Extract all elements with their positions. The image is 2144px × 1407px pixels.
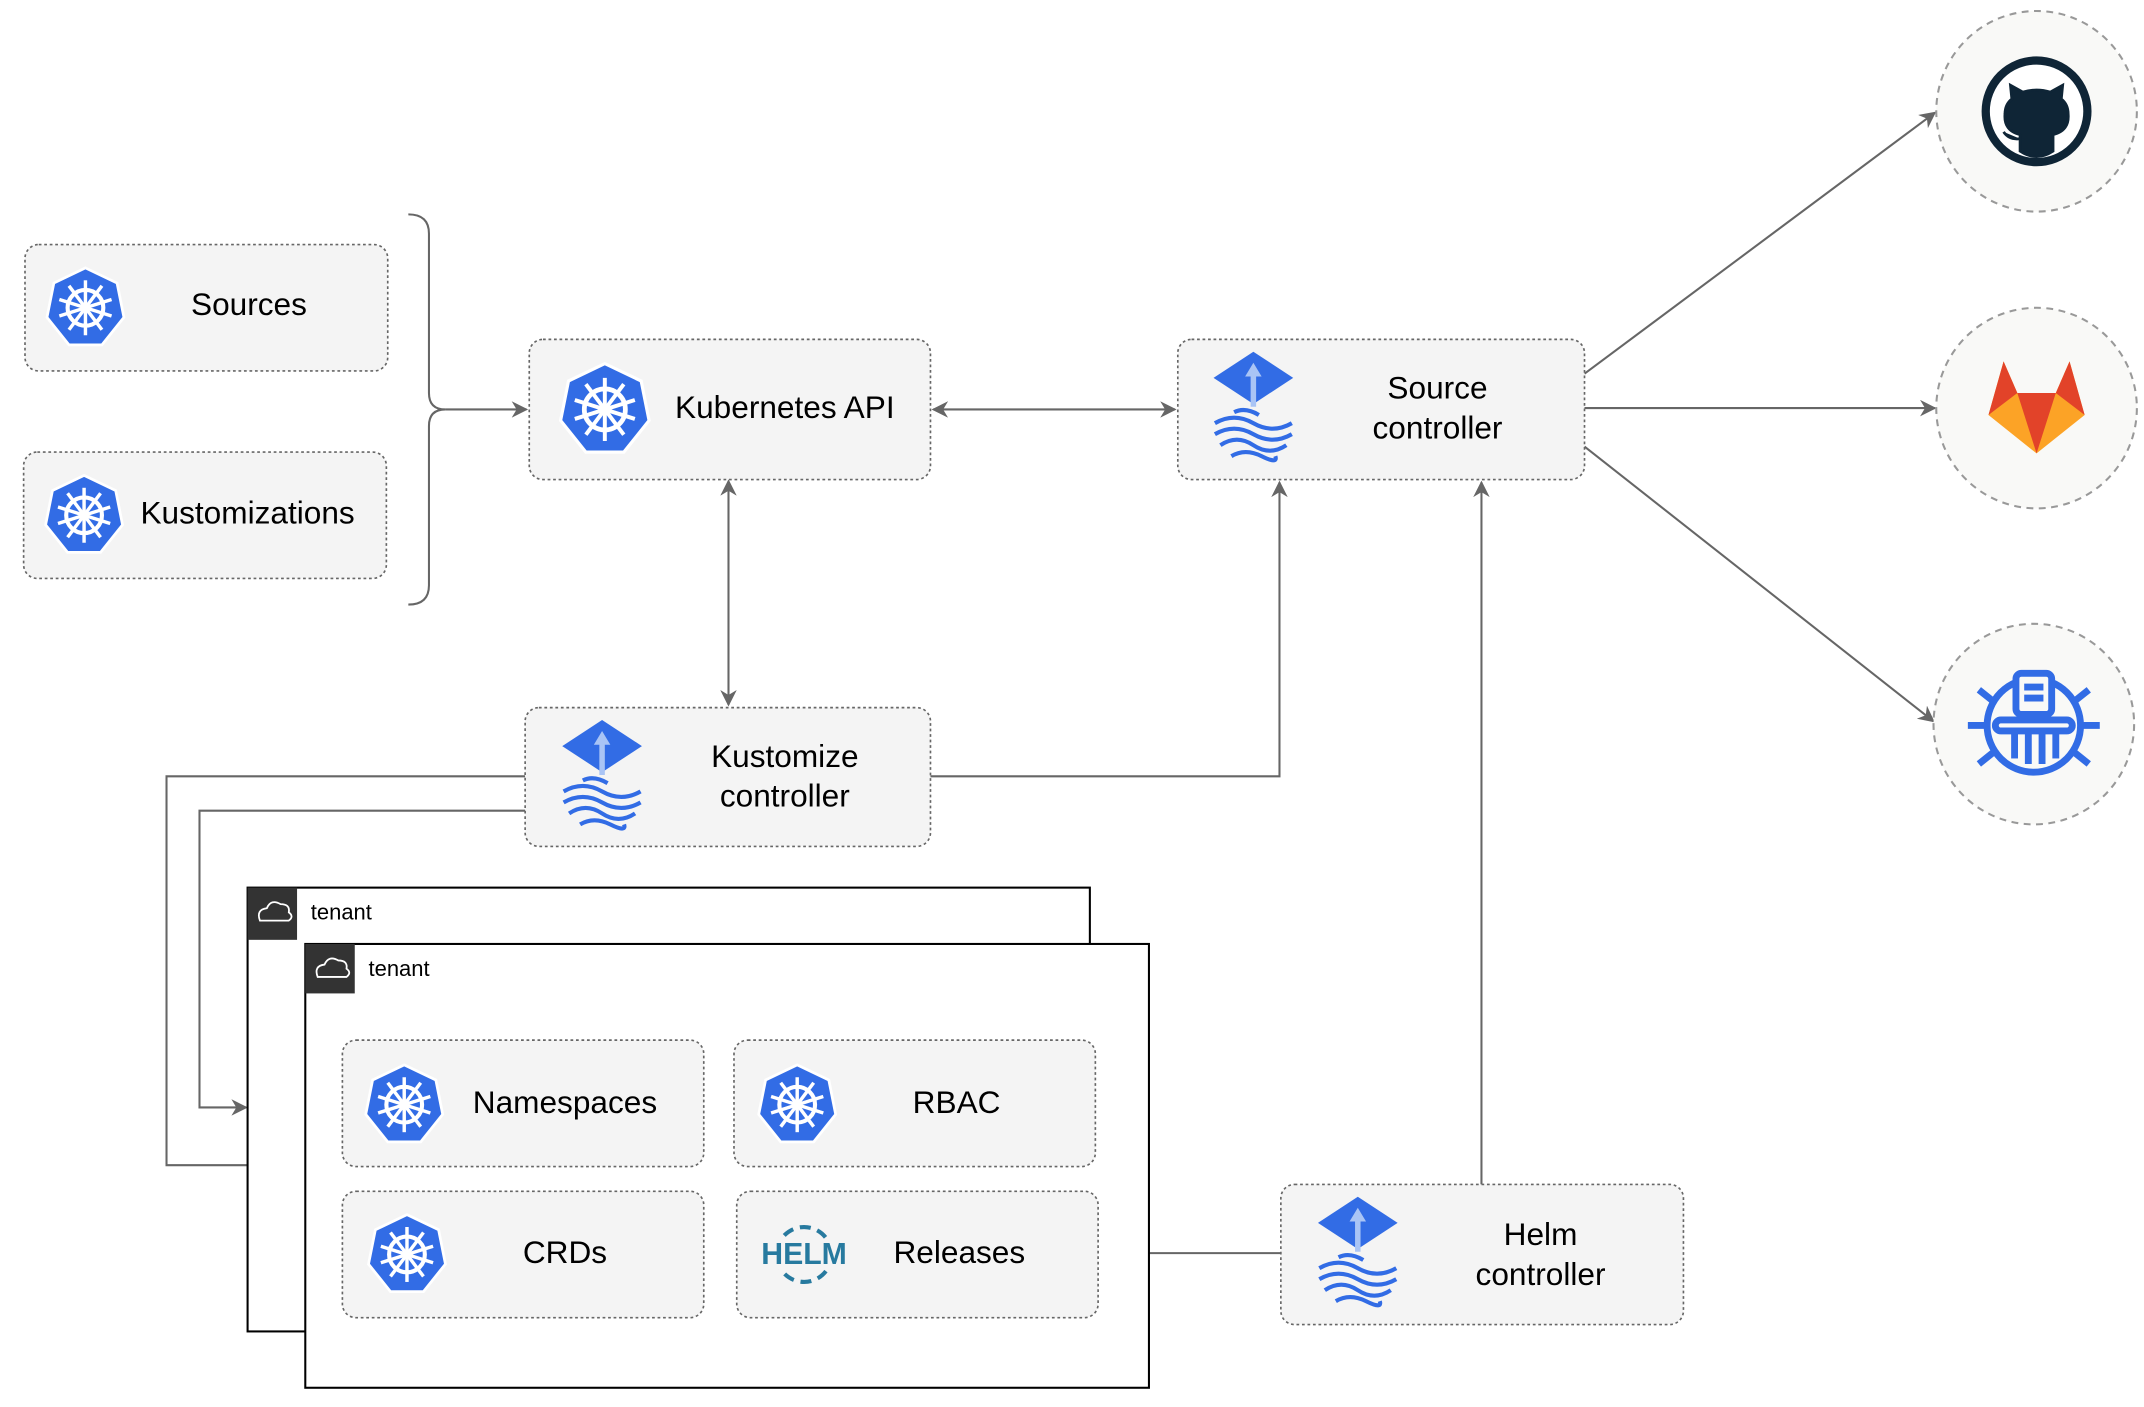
kustomize-controller-label-1: Kustomize [711,738,858,774]
kubernetes-icon [366,1065,443,1142]
source-controller-label-2: controller [1373,409,1503,445]
kustomizations-node[interactable]: Kustomizations [22,451,388,580]
releases-label: Releases [893,1234,1025,1270]
namespaces-node[interactable]: Namespaces [341,1039,705,1168]
helm-icon: HELM [760,1224,849,1285]
gitlab-source[interactable] [1935,306,2138,510]
namespaces-label: Namespaces [473,1084,657,1120]
crds-label: CRDs [523,1234,607,1270]
kubernetes-icon [561,364,649,452]
edges [165,111,1937,1262]
kubernetes-icon [47,268,124,345]
edge-source-to-bucket [1583,445,1935,723]
bucket-icon [1967,669,2100,776]
helm-controller-label-1: Helm [1504,1216,1578,1252]
rbac-label: RBAC [913,1084,1001,1120]
source-controller-node[interactable]: Source controller [1176,338,1586,481]
edge-kustomize-to-source [930,480,1288,778]
cloud-icon [247,887,298,940]
crds-node[interactable]: CRDs [341,1190,705,1319]
tenant-label: tenant [311,900,372,925]
sources-node[interactable]: Sources [24,243,389,372]
sources-label: Sources [191,286,307,322]
rbac-node[interactable]: RBAC [733,1039,1097,1168]
kubernetes-icon [759,1065,836,1142]
edge-kustomize-to-tenant-2 [165,775,526,1174]
source-controller-label-1: Source [1387,370,1487,406]
brace [408,213,446,606]
kubernetes-api-label: Kubernetes API [675,389,895,425]
gitlab-icon [1988,361,2085,454]
kubernetes-icon [369,1215,446,1292]
helm-controller-label-2: controller [1476,1256,1606,1292]
tenant-2[interactable]: tenant Namespaces RBAC CRDs HELM Release… [304,942,1150,1389]
helm-controller-node[interactable]: Helm controller [1280,1183,1685,1326]
kustomizations-label: Kustomizations [140,495,354,531]
releases-node[interactable]: HELM Releases [735,1190,1099,1319]
kubernetes-api-node[interactable]: Kubernetes API [528,338,932,481]
github-source[interactable] [1935,9,2138,213]
kustomize-controller-label-2: controller [720,778,850,814]
edge-kustomize-to-tenant-1 [198,809,526,1116]
kustomize-controller-node[interactable]: Kustomize controller [524,706,932,848]
github-icon [1981,56,2092,167]
edge-source-to-github [1583,111,1937,375]
helm-logo-text: HELM [761,1238,847,1271]
kubernetes-icon [46,475,123,552]
tenant-label: tenant [369,956,430,981]
bucket-source[interactable] [1932,622,2136,826]
